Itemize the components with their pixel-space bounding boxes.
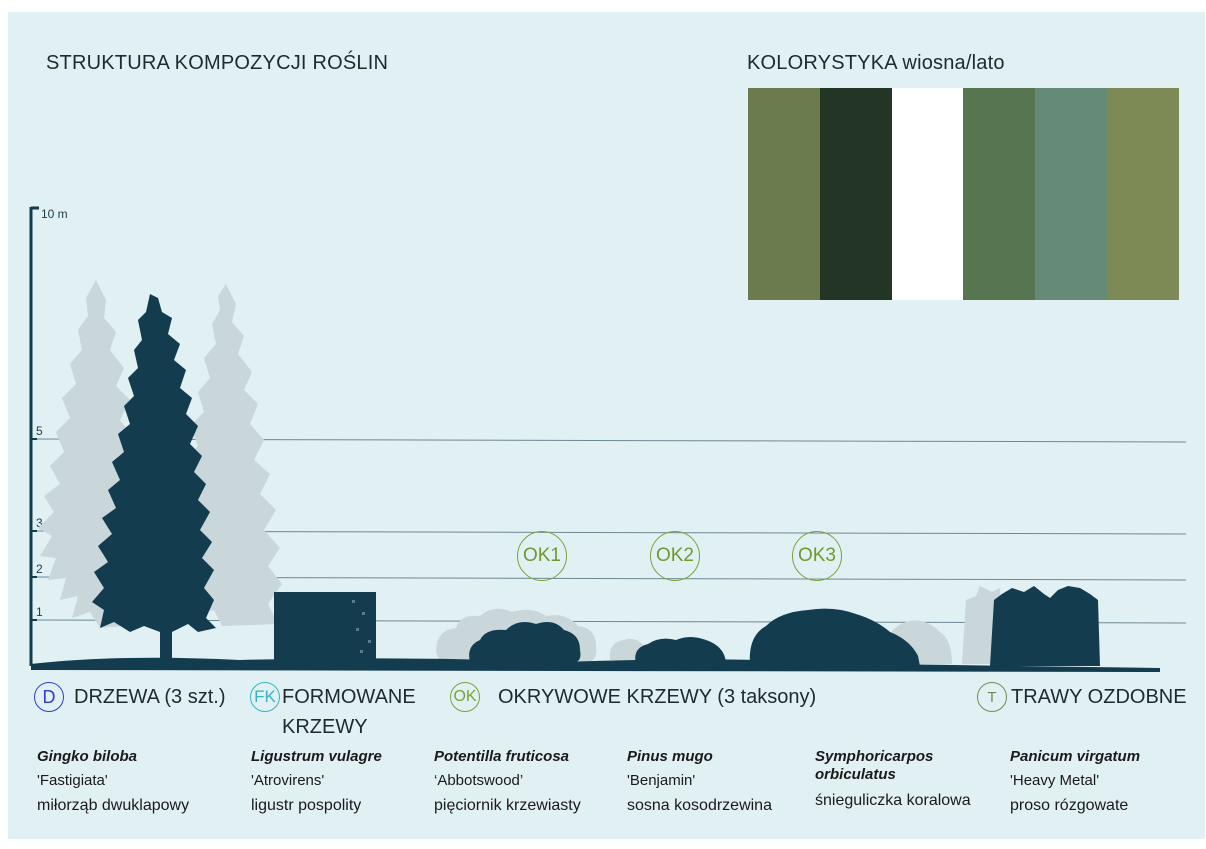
ginkgo-tree-silhouette [92, 294, 216, 660]
legend-label-formed-shrubs: FORMOWANE KRZEWY [282, 686, 416, 738]
legend-badge-fk: FK [250, 682, 280, 712]
shrub-ok3-silhouette [749, 608, 920, 666]
ground-strip [31, 657, 1160, 672]
formed-hedge-silhouette [274, 592, 376, 662]
species-latin-name: Panicum virgatum [1010, 748, 1141, 765]
species-cultivar: ‘Abbotswood’ [434, 772, 524, 789]
hedge-texture [352, 600, 371, 653]
silhouettes [31, 294, 1160, 672]
scale-top-label: 10 m [41, 207, 68, 221]
species-cultivar: 'Fastigiata' [37, 772, 108, 789]
hedge-texture-dot [362, 612, 365, 615]
palette-swatch-5 [1035, 88, 1108, 300]
grass-silhouette [990, 586, 1100, 666]
species-latin-name: Ligustrum vulagre [251, 748, 382, 765]
badge-ok2: OK2 [650, 531, 700, 581]
species-ligustrum: Ligustrum vulagre 'Atrovirens' ligustr p… [251, 748, 382, 817]
species-common-name: ligustr pospolity [251, 797, 362, 814]
legend-badge-t: T [977, 682, 1007, 712]
species-ginkgo: Gingko biloba 'Fastigiata' miłorząb dwuk… [37, 748, 189, 817]
palette-swatch-3 [891, 88, 964, 300]
hedge-texture-dot [356, 628, 359, 631]
species-common-name: sosna kosodrzewina [627, 797, 772, 814]
legend-badge-d: D [34, 682, 64, 712]
species-common-name: proso rózgowate [1010, 797, 1129, 814]
palette-swatch-4 [963, 88, 1036, 300]
shrub-ok2-silhouette [635, 637, 726, 664]
species-cultivar: 'Benjamin' [627, 772, 696, 789]
species-latin-name: Gingko biloba [37, 748, 137, 765]
hedge-texture-dot [368, 640, 371, 643]
species-latin-name: Potentilla fruticosa [434, 748, 570, 765]
badge-ok1: OK1 [517, 531, 567, 581]
badge-ok3: OK3 [792, 531, 842, 581]
species-common-name: śnieguliczka koralowa [815, 792, 971, 809]
species-potentilla: Potentilla fruticosa ‘Abbotswood’ pięcio… [434, 748, 581, 817]
legend-badge-ok: OK [450, 682, 480, 712]
hedge-texture-dot [360, 650, 363, 653]
species-panicum: Panicum virgatum 'Heavy Metal' proso róz… [1010, 748, 1140, 817]
species-symphoricarpos: Symphoricarpos orbiculatus śnieguliczka … [815, 748, 985, 812]
species-cultivar: 'Heavy Metal' [1010, 772, 1100, 789]
legend-label-trees: DRZEWA (3 szt.) [74, 686, 226, 708]
palette-swatch-1 [748, 88, 820, 300]
species-cultivar: 'Atrovirens' [251, 772, 325, 789]
height-level-label: 3 [36, 516, 43, 530]
height-level-label: 5 [36, 424, 43, 438]
shrub-ok1-silhouette [469, 622, 581, 662]
legend-label-grasses: TRAWY OZDOBNE [1011, 686, 1187, 708]
species-latin-name: Pinus mugo [627, 748, 713, 765]
height-level-label: 1 [36, 605, 43, 619]
color-palette [748, 88, 1179, 300]
palette-swatch-6 [1107, 88, 1179, 300]
hedge-texture-dot [352, 600, 355, 603]
page-title: STRUKTURA KOMPOZYCJI ROŚLIN [46, 52, 389, 74]
species-common-name: pięciornik krzewiasty [434, 797, 581, 814]
palette-swatch-2 [819, 88, 892, 300]
legend-label-ground-cover: OKRYWOWE KRZEWY (3 taksony) [498, 686, 817, 708]
height-level-label: 2 [36, 562, 43, 576]
species-common-name: miłorząb dwuklapowy [37, 797, 190, 814]
palette-title: KOLORYSTYKA wiosna/lato [747, 52, 1005, 74]
species-latin-name: Symphoricarpos orbiculatus [815, 748, 934, 783]
species-pinus: Pinus mugo 'Benjamin' sosna kosodrzewina [627, 748, 772, 817]
